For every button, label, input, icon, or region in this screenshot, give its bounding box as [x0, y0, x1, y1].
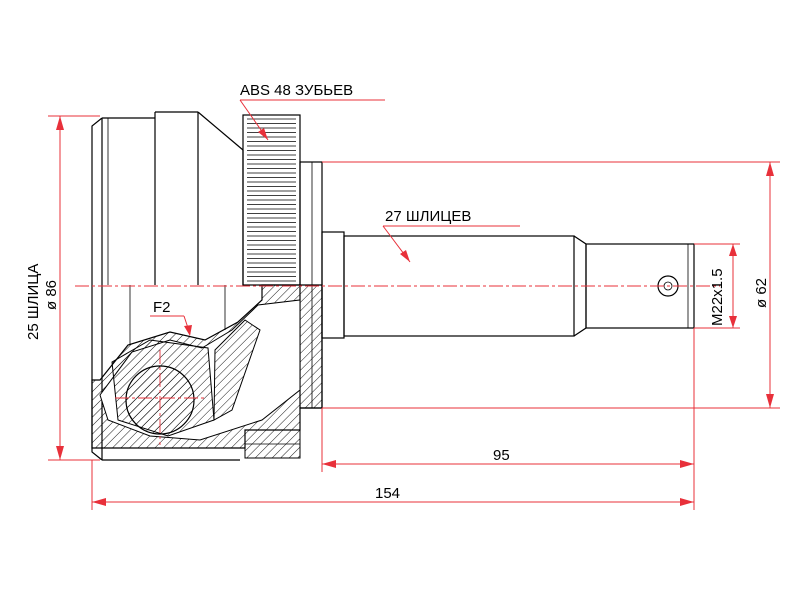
len-shaft-label: 95 [493, 447, 510, 464]
inner-splines-label: 25 ШЛИЦА [25, 264, 42, 340]
dia-shaft-label: ø 62 [753, 278, 770, 308]
dia-outer-label: ø 86 [43, 280, 60, 310]
f2-label: F2 [153, 299, 171, 316]
section-view [91, 284, 323, 459]
shaft [321, 231, 695, 339]
abs-ring [242, 114, 301, 286]
abs-label: ABS 48 ЗУБЬЕВ [240, 82, 353, 99]
thread-label: M22x1.5 [709, 268, 726, 326]
len-total-label: 154 [375, 485, 400, 502]
dimensions [48, 99, 780, 510]
outer-splines-label: 27 ШЛИЦЕВ [385, 208, 471, 225]
